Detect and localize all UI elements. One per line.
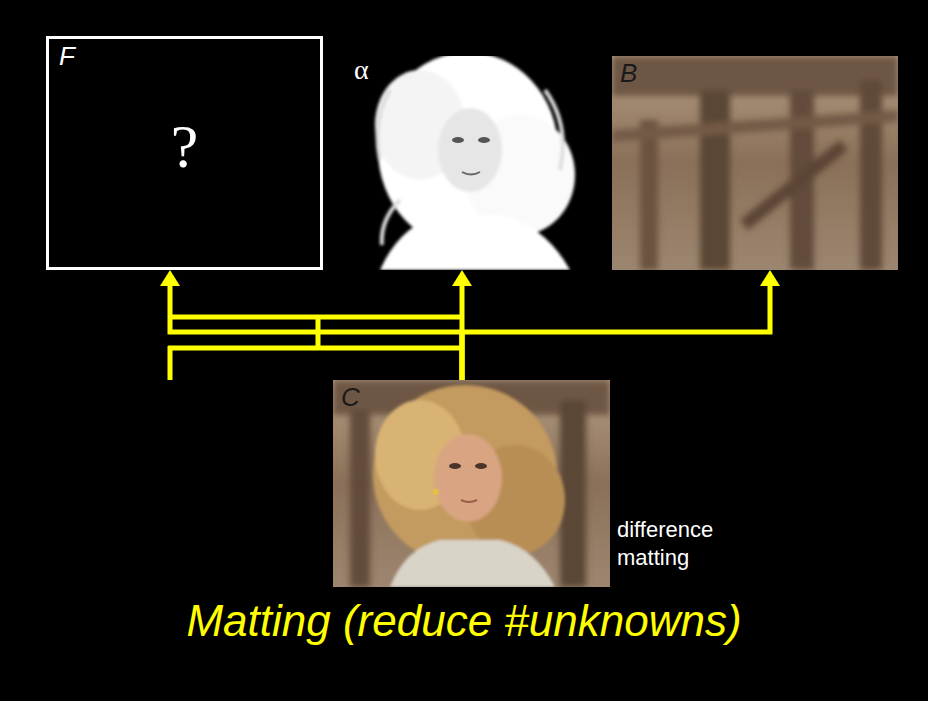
yellow-arrow <box>160 270 462 380</box>
alpha-matte-image: α <box>352 56 590 270</box>
slide-caption: Matting (reduce #unknowns) <box>0 596 928 646</box>
symbol-label: F <box>59 41 75 72</box>
yellow-arrow <box>462 270 780 380</box>
background-image: B <box>612 56 898 270</box>
symbol-label: α <box>354 54 369 86</box>
symbol-label: B <box>620 58 637 89</box>
foreground-box: F? <box>46 36 323 270</box>
unknown-mark: ? <box>49 111 320 182</box>
alpha-matte <box>365 56 590 270</box>
symbol-label: C <box>341 382 360 413</box>
composite-image: C <box>333 380 610 587</box>
background-plate <box>612 56 898 270</box>
method-note: difference matting <box>617 516 747 572</box>
yellow-rail <box>168 317 464 380</box>
composite-photo <box>333 380 610 587</box>
